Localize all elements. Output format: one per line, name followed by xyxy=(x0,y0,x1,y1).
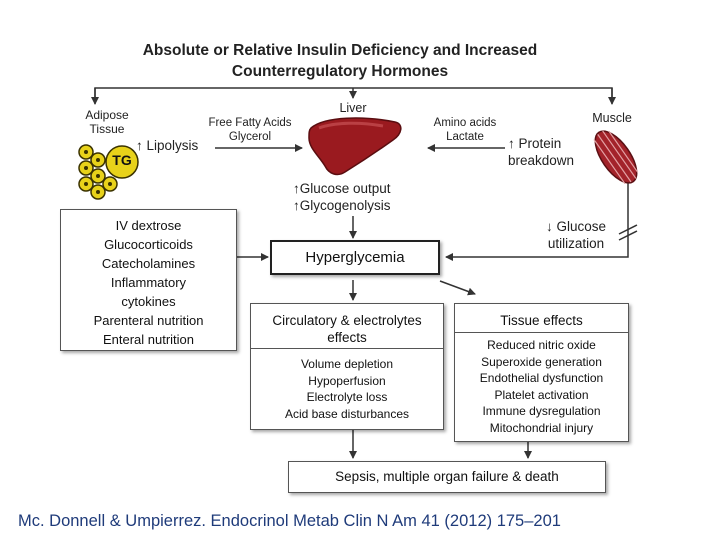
amino-line-2: Lactate xyxy=(446,131,484,143)
glucose-output-line: ↑Glucose output xyxy=(293,181,391,196)
circulatory-box: Circulatory & electrolytes effects Volum… xyxy=(250,303,444,430)
tissue-item: Mitochondrial injury xyxy=(489,420,594,435)
arrow-to-tissue xyxy=(439,280,476,296)
outcome-box: Sepsis, multiple organ failure & death xyxy=(288,461,606,493)
cause-item: Inflammatory xyxy=(110,275,187,290)
circulatory-divider xyxy=(251,348,443,349)
adipose-label-line-1: Adipose xyxy=(85,108,129,122)
amino-label: Amino acids Lactate xyxy=(420,116,510,144)
tissue-item: Endothelial dysfunction xyxy=(479,371,604,385)
title-line-1: Absolute or Relative Insulin Deficiency … xyxy=(142,42,538,59)
tissue-item: Immune dysregulation xyxy=(482,404,601,418)
hyperglycemia-box: Hyperglycemia xyxy=(270,240,440,275)
diagram-title: Absolute or Relative Insulin Deficiency … xyxy=(60,40,620,82)
glucose-utilization-line-2: utilization xyxy=(547,236,605,251)
cause-item: Glucocorticoids xyxy=(104,237,193,252)
tg-label: TG xyxy=(112,152,132,168)
tissue-item: Platelet activation xyxy=(494,387,589,402)
tissue-header: Tissue effects xyxy=(500,313,583,328)
breakdown-line: breakdown xyxy=(508,153,575,168)
circulatory-item: Electrolyte loss xyxy=(306,390,388,404)
lipolysis-label: ↑ Lipolysis xyxy=(136,138,199,153)
circulatory-header-line-1: Circulatory & electrolytes xyxy=(272,313,422,328)
cause-item: Enteral nutrition xyxy=(102,332,195,347)
muscle-icon xyxy=(593,130,639,185)
ffa-line-2: Glycerol xyxy=(228,131,272,143)
citation: Mc. Donnell & Umpierrez. Endocrinol Meta… xyxy=(18,512,561,530)
glycogenolysis-line: ↑Glycogenolysis xyxy=(293,198,391,213)
cause-item: IV dextrose xyxy=(115,218,182,233)
glucose-utilization-label: ↓ Glucose utilization xyxy=(536,218,616,252)
break-mark-1 xyxy=(618,224,638,235)
cause-item: Catecholamines xyxy=(101,256,196,271)
muscle-label: Muscle xyxy=(592,111,632,125)
amino-line-1: Amino acids xyxy=(433,117,497,129)
outcome-label: Sepsis, multiple organ failure & death xyxy=(335,469,559,484)
circulatory-item: Hypoperfusion xyxy=(308,373,386,388)
tissue-divider xyxy=(455,332,628,333)
cause-item: cytokines xyxy=(121,294,176,309)
tissue-item: Reduced nitric oxide xyxy=(487,338,596,352)
title-line-2: Counterregulatory Hormones xyxy=(231,63,449,80)
adipose-label-line-2: Tissue xyxy=(89,122,125,136)
cause-item: Parenteral nutrition xyxy=(93,313,204,328)
ffa-line-1: Free Fatty Acids xyxy=(208,117,292,129)
hyperglycemia-label: Hyperglycemia xyxy=(305,249,405,266)
liver-icon xyxy=(308,117,402,176)
liver-label: Liver xyxy=(339,101,367,115)
break-mark-2 xyxy=(618,230,638,241)
circulatory-header-line-2: effects xyxy=(327,330,367,345)
protein-breakdown-label: ↑ Protein breakdown xyxy=(508,135,574,169)
adipose-label: Adipose Tissue xyxy=(72,108,142,136)
glucose-output-label: ↑Glucose output ↑Glycogenolysis xyxy=(293,180,391,214)
adipose-cells-icon xyxy=(78,144,139,200)
tissue-box: Tissue effects Reduced nitric oxide Supe… xyxy=(454,303,629,442)
tissue-item: Superoxide generation xyxy=(481,354,602,369)
protein-line: ↑ Protein xyxy=(508,136,562,151)
circulatory-item: Acid base disturbances xyxy=(284,406,410,421)
utilization-line xyxy=(445,180,629,261)
glucose-utilization-line-1: ↓ Glucose xyxy=(545,219,607,234)
causes-box: IV dextrose Glucocorticoids Catecholamin… xyxy=(60,209,237,351)
ffa-label: Free Fatty Acids Glycerol xyxy=(200,116,300,144)
circulatory-item: Volume depletion xyxy=(300,357,394,371)
